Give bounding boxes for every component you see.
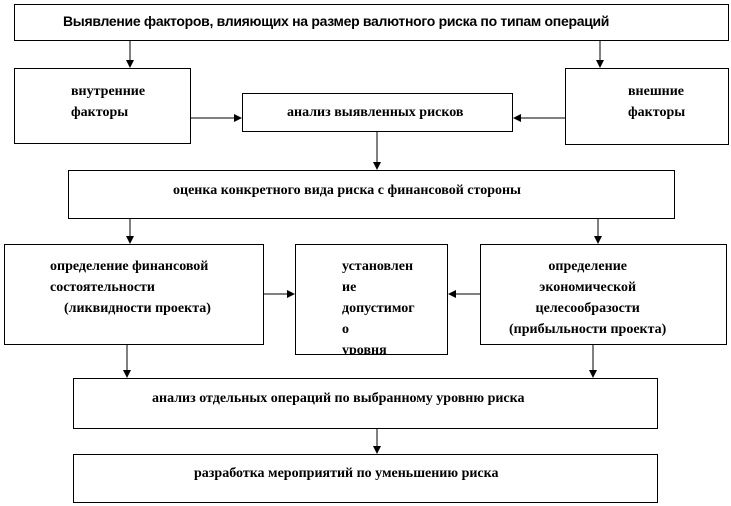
box-economic-feasibility-text: определение экономической целесообразост… (509, 259, 667, 337)
box-internal-factors: внутренние факторы (14, 68, 191, 144)
box-risk-assessment-text: оценка конкретного вида риска с финансов… (173, 183, 521, 198)
box-external-factors-text: внешние факторы (628, 84, 686, 120)
box-economic-feasibility: определение экономической целесообразост… (480, 244, 727, 345)
box-internal-factors-text: внутренние факторы (71, 84, 146, 120)
box-acceptable-level: установлен ие допустимог о уровня (295, 244, 448, 355)
box-financial-solvency-text: определение финансовой состоятельности (… (50, 259, 211, 316)
box-external-factors: внешние факторы (565, 68, 729, 145)
box-risk-reduction-measures-text: разработка мероприятий по уменьшению рис… (194, 466, 499, 481)
box-operations-analysis-text: анализ отдельных операций по выбранному … (152, 391, 525, 406)
box-risk-factors-identification: Выявление факторов, влияющих на размер в… (14, 4, 729, 41)
box-risk-assessment: оценка конкретного вида риска с финансов… (68, 170, 675, 219)
box-risk-factors-identification-text: Выявление факторов, влияющих на размер в… (63, 13, 610, 29)
box-operations-analysis: анализ отдельных операций по выбранному … (73, 378, 658, 429)
box-financial-solvency: определение финансовой состоятельности (… (4, 244, 264, 345)
box-risk-reduction-measures: разработка мероприятий по уменьшению рис… (73, 454, 658, 503)
box-analysis-of-risks: анализ выявленных рисков (242, 93, 513, 132)
box-analysis-of-risks-text: анализ выявленных рисков (287, 105, 464, 120)
box-acceptable-level-text: установлен ие допустимог о уровня (342, 259, 415, 355)
